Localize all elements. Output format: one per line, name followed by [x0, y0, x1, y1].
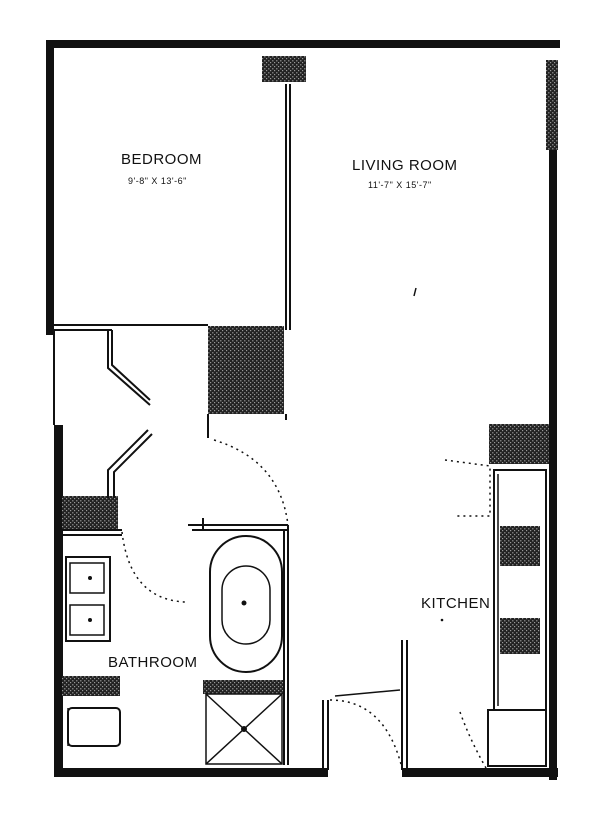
living-room-label: LIVING ROOM: [352, 157, 458, 174]
bathroom-label: BATHROOM: [108, 654, 198, 671]
vanity: [65, 556, 111, 642]
shower: [205, 693, 283, 765]
bathroom-door-swing: [121, 531, 187, 603]
left-wall: [46, 40, 54, 335]
column-bath-lower: [62, 676, 120, 696]
bathtub: [209, 535, 283, 673]
right-wall-segment: [546, 60, 558, 150]
column-kitchen: [489, 424, 549, 464]
stove-burners: [500, 526, 540, 566]
bottom-wall-right: [402, 768, 558, 777]
bedroom-label: BEDROOM: [121, 151, 203, 168]
door-swings: [121, 439, 487, 769]
sink-lower: [69, 604, 105, 636]
kitchen-label: KITCHEN: [421, 595, 491, 612]
sink-upper: [69, 562, 105, 594]
kitchen-door-swing: [459, 711, 487, 769]
exterior-walls: [46, 40, 560, 780]
top-wall: [46, 40, 560, 48]
left-wall-lower: [54, 425, 63, 777]
kitchen-counter: [444, 459, 547, 767]
interior-walls: [53, 84, 408, 770]
column-closet: [62, 496, 118, 530]
shower-curb: [203, 680, 283, 694]
sink: [500, 618, 540, 654]
bedroom-dimensions: 9'-8" X 13'-6": [128, 176, 187, 186]
column-top-center: [262, 56, 306, 82]
columns: [62, 56, 549, 696]
bedroom-door-swing: [213, 439, 289, 526]
bottom-wall-left: [56, 768, 328, 777]
right-wall: [549, 60, 557, 780]
column-center: [208, 326, 284, 414]
entry-door-swing: [329, 699, 403, 769]
living-room-dimensions: 11'-7" X 15'-7": [368, 180, 432, 190]
toilet: [67, 707, 121, 747]
